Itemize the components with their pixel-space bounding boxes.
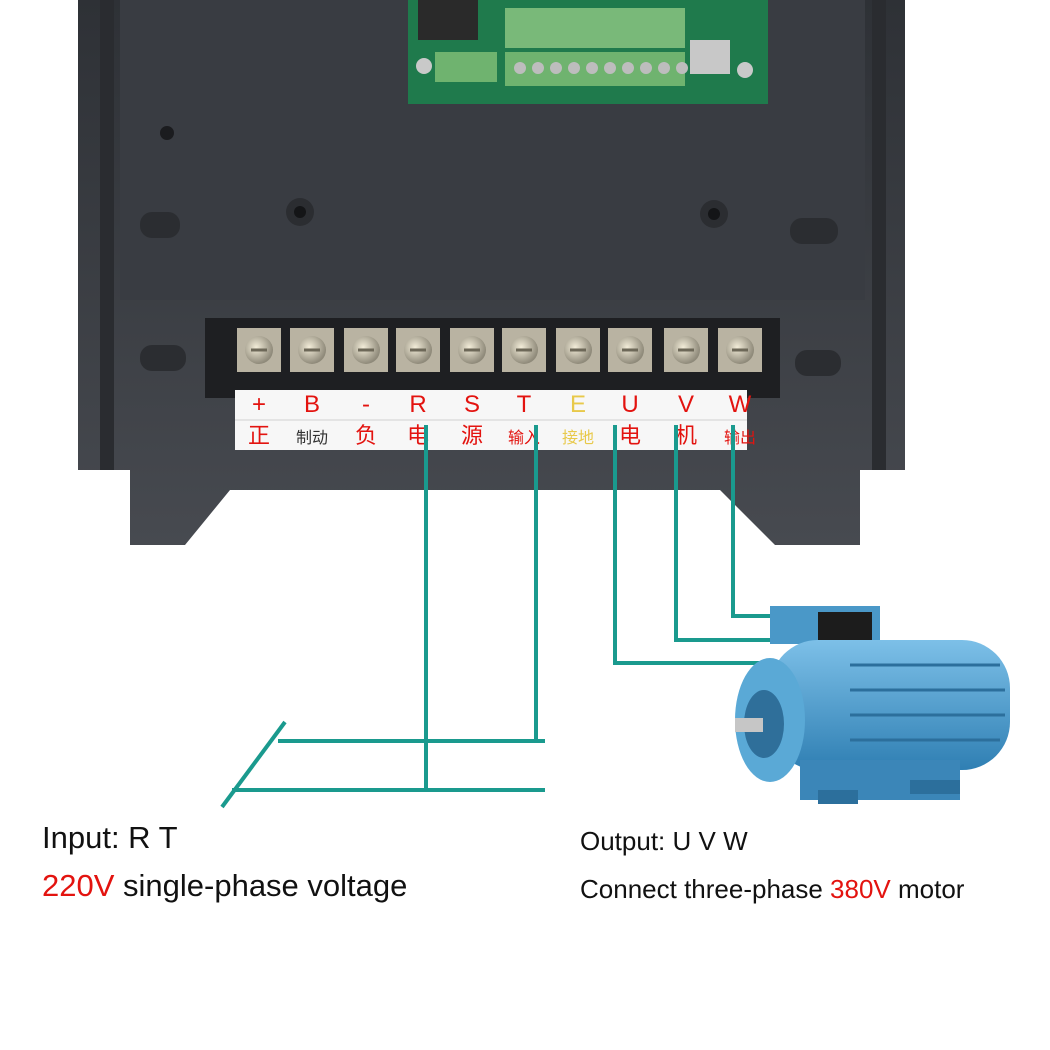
pcb-screw: [604, 62, 616, 74]
output-voltage: 380V: [830, 874, 891, 904]
control-board: [408, 0, 768, 104]
terminal-symbol: S: [464, 391, 480, 418]
input-title: Input: R T: [42, 820, 178, 855]
terminal-4: R电: [396, 328, 440, 449]
terminal-symbol: T: [517, 391, 532, 418]
terminal-7: E 接地: [556, 328, 600, 447]
terminal-1: +正: [237, 328, 281, 449]
input-desc-rest: single-phase voltage: [114, 868, 408, 903]
input-description: 220V single-phase voltage: [42, 868, 407, 904]
output-desc-pre: Connect three-phase: [580, 874, 831, 904]
pcb-screw: [640, 62, 652, 74]
wire-u: [613, 425, 765, 665]
terminal-9: V机: [664, 328, 708, 449]
terminal-symbol: B: [304, 391, 320, 418]
pcb-screw: [550, 62, 562, 74]
terminal-function-label: 负: [355, 424, 377, 449]
terminal-symbol: W: [729, 391, 752, 418]
input-voltage: 220V: [42, 868, 115, 903]
terminal-5: S源: [450, 328, 494, 449]
terminal-function-label: 输入: [508, 428, 540, 447]
wire-plug: [220, 720, 287, 809]
pcb-screw: [622, 62, 634, 74]
pcb-screw: [658, 62, 670, 74]
terminal-symbol: E: [570, 391, 586, 418]
pcb-screw: [568, 62, 580, 74]
terminal-function-label: 机: [675, 424, 697, 449]
wire-v: [674, 425, 780, 642]
terminal-6: T 输入: [502, 328, 546, 447]
terminal-function-label: 输出: [724, 428, 756, 447]
terminal-symbol: U: [621, 391, 638, 418]
terminal-8: U电: [608, 328, 652, 449]
terminal-symbol: R: [409, 391, 426, 418]
terminal-symbol: V: [678, 391, 694, 418]
terminal-2: B 制动: [290, 328, 334, 447]
terminal-function-label: 电: [619, 424, 641, 449]
output-desc-post: motor: [890, 874, 965, 904]
terminal-3: -负: [344, 328, 388, 449]
pcb-screw: [532, 62, 544, 74]
terminal-10: W 输出: [718, 328, 762, 447]
pcb-terminal-screws: [514, 62, 688, 74]
three-phase-motor: [735, 606, 1010, 804]
pcb-screw: [676, 62, 688, 74]
terminal-function-label: 源: [461, 424, 483, 449]
terminal-function-label: 制动: [296, 428, 328, 447]
pcb-screw: [514, 62, 526, 74]
terminal-function-label: 电: [407, 424, 429, 449]
output-title: Output: U V W: [580, 826, 748, 856]
terminal-symbol: +: [252, 391, 266, 418]
terminal-symbol: -: [362, 391, 370, 418]
output-description: Connect three-phase 380V motor: [580, 874, 964, 905]
terminal-function-label: 正: [248, 424, 270, 449]
pcb-screw: [586, 62, 598, 74]
terminal-function-label: 接地: [562, 428, 594, 447]
